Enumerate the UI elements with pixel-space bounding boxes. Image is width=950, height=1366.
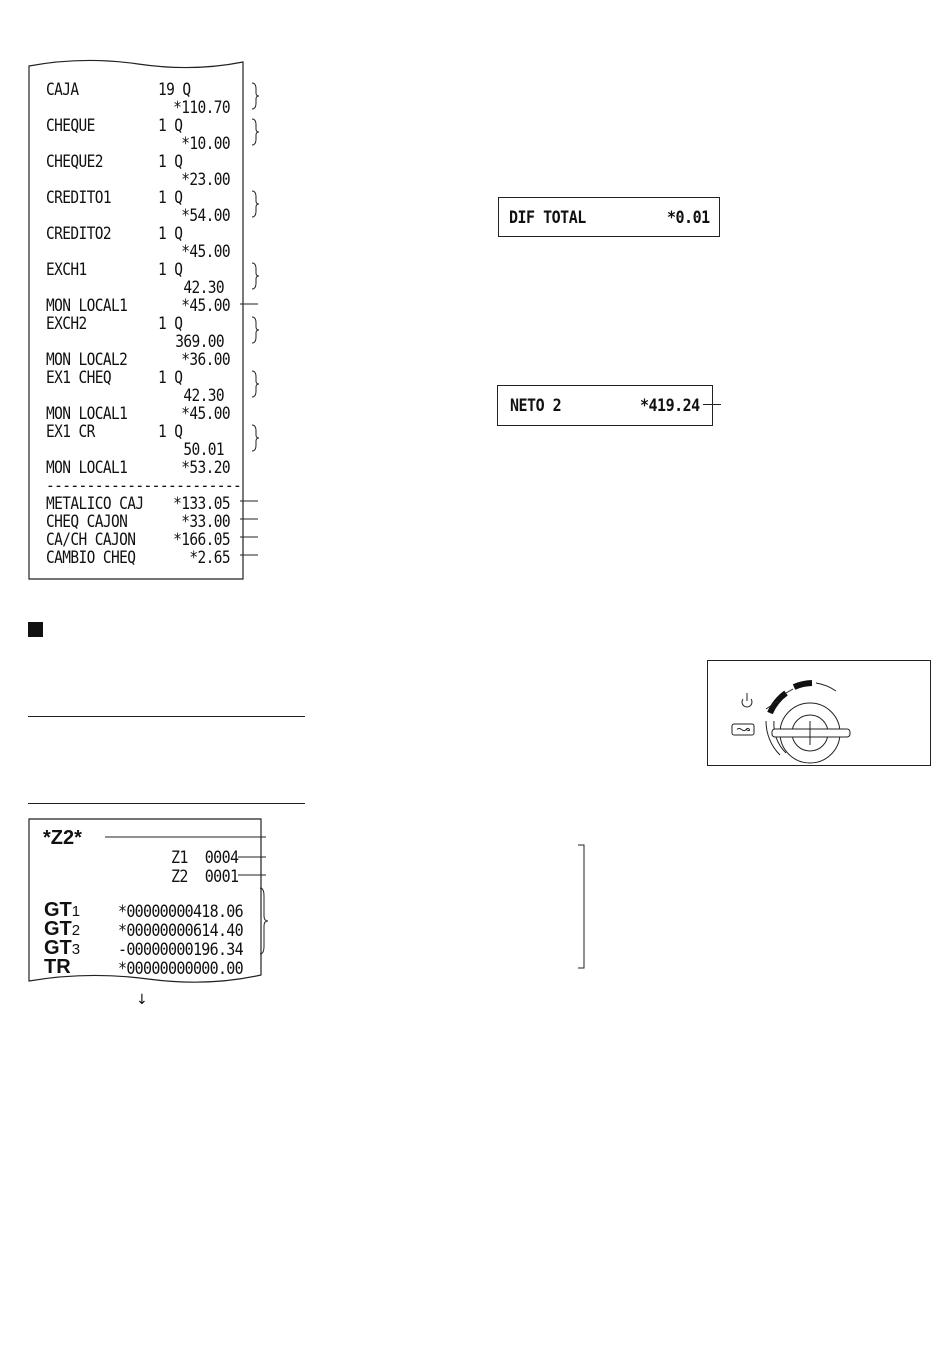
receipt-total-label: CAMBIO CHEQ [46, 549, 136, 568]
infinity-icon [731, 723, 755, 736]
receipt-row-label: CHEQUE2 [46, 153, 104, 172]
receipt-row-qty: 1 Q [158, 315, 183, 334]
gt-value: *00000000000.00 [118, 958, 244, 979]
receipt-row-qty: 19 Q [158, 81, 191, 100]
receipt-row-amount: 50.01 [183, 441, 224, 460]
gt-label: GT1 [44, 899, 80, 922]
receipt-row-amount: 42.30 [183, 387, 224, 406]
receipt-row-amount: *45.00 [181, 243, 230, 262]
receipt-row-qty: 1 Q [158, 261, 183, 280]
divider [28, 803, 305, 804]
receipt-paper [28, 59, 244, 580]
gt-label-sub: 3 [71, 941, 81, 958]
mode-key-dial [731, 680, 851, 764]
receipt-row-label: EXCH1 [46, 261, 87, 280]
receipt-row-amount: *45.00 [181, 405, 230, 424]
receipt-row-qty: 1 Q [158, 369, 183, 388]
gt-value: -00000000196.34 [118, 939, 244, 960]
receipt-row-label: CREDITO2 [46, 225, 112, 244]
receipt2-z2: Z2 0001 [171, 866, 239, 887]
receipt-row-label: EX1 CR [46, 423, 95, 442]
receipt-row-label: CAJA [46, 81, 79, 100]
receipt-row-amount: *36.00 [181, 351, 230, 370]
receipt-row-amount: *53.20 [181, 459, 230, 478]
receipt2-z1: Z1 0004 [171, 847, 239, 868]
display-neto-2-label: NETO 2 [510, 395, 562, 416]
display-leader-line [703, 404, 721, 405]
receipt-row-amount: *110.70 [173, 99, 231, 118]
gt-label-main: GT [44, 937, 72, 959]
receipt-row-amount: 369.00 [175, 333, 224, 352]
gt-label-main: TR [44, 956, 71, 978]
receipt-row-amount: *10.00 [181, 135, 230, 154]
receipt-row-label: MON LOCAL1 [46, 405, 128, 424]
gt-label: GT3 [44, 937, 80, 960]
receipt-row-qty: 1 Q [158, 423, 183, 442]
mode-switch-panel [707, 660, 931, 766]
power-icon [741, 693, 753, 708]
down-arrow-icon: ↓ [136, 992, 148, 1008]
display-neto-2: NETO 2 *419.24 [497, 385, 713, 426]
gt-value: *00000000418.06 [118, 901, 244, 922]
display-neto-2-value: *419.24 [640, 395, 700, 416]
receipt-row-label: MON LOCAL2 [46, 351, 128, 370]
receipt-separator: ------------------------ [46, 477, 242, 496]
receipt1-annotations [240, 82, 260, 556]
receipt-row-qty: 1 Q [158, 153, 183, 172]
receipt-row-qty: 1 Q [158, 117, 183, 136]
divider [28, 716, 305, 717]
gt-label: TR [44, 956, 71, 979]
receipt-row-amount: *23.00 [181, 171, 230, 190]
display-dif-total-label: DIF TOTAL [509, 207, 586, 228]
receipt-row-label: CHEQUE [46, 117, 95, 136]
receipt-row-qty: 1 Q [158, 225, 183, 244]
gt-label-main: GT [44, 918, 72, 940]
receipt-row-qty: 1 Q [158, 189, 183, 208]
gt-label-sub: 1 [71, 903, 81, 920]
receipt-row-amount: *45.00 [181, 297, 230, 316]
gt-label-main: GT [44, 899, 72, 921]
display-dif-total-value: *0.01 [667, 207, 710, 228]
right-bracket [578, 844, 585, 969]
gt-value: *00000000614.40 [118, 920, 244, 941]
gt-label: GT2 [44, 918, 80, 941]
receipt-total-label: METALICO CAJ [46, 495, 144, 514]
gt-label-sub: 2 [71, 922, 81, 939]
receipt-row-amount: *54.00 [181, 207, 230, 226]
receipt-total-amount: *2.65 [189, 549, 230, 568]
receipt-row-label: MON LOCAL1 [46, 459, 128, 478]
receipt2-title: *Z2* [43, 827, 82, 849]
receipt-total-amount: *133.05 [173, 495, 231, 514]
receipt-row-label: MON LOCAL1 [46, 297, 128, 316]
receipt-total-label: CHEQ CAJON [46, 513, 128, 532]
receipt-row-label: CREDITO1 [46, 189, 112, 208]
receipt-total-amount: *33.00 [181, 513, 230, 532]
section-bullet-icon [28, 622, 43, 637]
receipt-total-amount: *166.05 [173, 531, 231, 550]
receipt2-paper [28, 818, 262, 983]
display-dif-total: DIF TOTAL *0.01 [498, 197, 720, 237]
receipt-row-label: EX1 CHEQ [46, 369, 112, 388]
receipt-total-label: CA/CH CAJON [46, 531, 136, 550]
receipt-row-label: EXCH2 [46, 315, 87, 334]
receipt2-annotations [105, 836, 269, 955]
receipt-row-amount: 42.30 [183, 279, 224, 298]
